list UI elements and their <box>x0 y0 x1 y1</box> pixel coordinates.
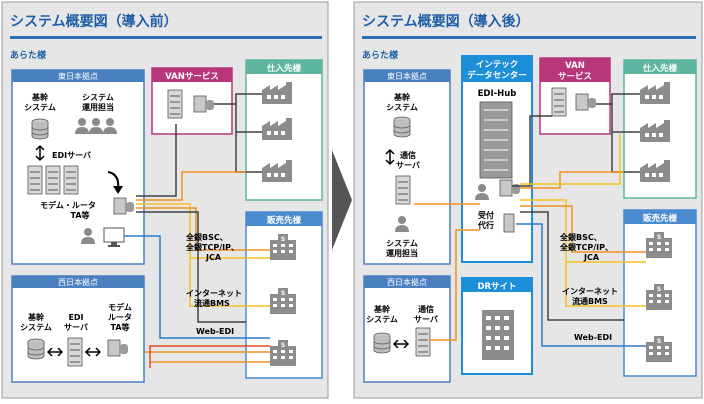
before-west-db-icon <box>27 338 45 360</box>
before-protocol-line1: 全銀BSC、 <box>185 232 228 242</box>
before-west-arrow-2-icon <box>84 347 102 357</box>
after-sales-header <box>624 210 696 224</box>
before-title: システム概要図（導入前） <box>10 13 178 30</box>
after-van-header <box>540 58 610 82</box>
before-sync-arrow-icon <box>35 144 45 162</box>
after-van-server-icon <box>551 87 567 117</box>
after-east-label: 東日本拠点 <box>387 71 427 81</box>
after-protocol-line2: 全銀TCP/IP、 <box>559 242 613 252</box>
after-title: システム概要図（導入後） <box>362 13 530 30</box>
after-van-line1: VAN <box>565 61 585 71</box>
dr-site-header <box>462 278 532 292</box>
before-west-modem-line3: TA等 <box>110 322 129 332</box>
after-west-kikan-line1: 基幹 <box>373 304 391 314</box>
after-west-comm-line1: 通信 <box>418 304 434 314</box>
before-van-label: VANサービス <box>165 71 219 82</box>
edihub-label: EDI-Hub <box>478 89 517 99</box>
after-kikan-line2: システム <box>386 103 418 112</box>
intec-label-line1: インテック <box>476 59 519 70</box>
after-west-header <box>364 276 450 288</box>
dr-site-label: DRサイト <box>477 282 516 292</box>
before-sales-label: 販売先様 <box>267 215 302 226</box>
after-comm-server-line1: 通信 <box>400 150 416 160</box>
before-internet-line1: インターネット <box>186 288 242 298</box>
after-van-line2: サービス <box>558 71 592 82</box>
before-west-kikan-line2: システム <box>20 323 52 332</box>
before-edi-server-icon-2 <box>45 165 61 195</box>
before-van-server-icon <box>167 89 183 119</box>
before-west-label: 西日本拠点 <box>58 277 98 287</box>
after-suppliers-label: 仕入先様 <box>642 63 678 74</box>
before-east-header <box>12 70 144 82</box>
dr-building-windows-icon <box>486 316 509 350</box>
before-kikan-db-icon <box>31 118 49 140</box>
after-west-box <box>363 275 451 383</box>
before-arrowhead-icon <box>113 186 123 194</box>
after-sync-arrow-icon <box>385 148 395 166</box>
before-west-edi-line2: サーバ <box>64 323 88 332</box>
before-webedi-label: Web-EDI <box>196 327 234 336</box>
transition-arrow-icon <box>332 150 352 250</box>
before-van-header <box>152 68 232 82</box>
after-operator-line2: 運用担当 <box>386 248 418 258</box>
before-suppliers-label: 仕入先様 <box>266 63 302 74</box>
before-sales-header <box>246 212 322 226</box>
before-modem-line1: モデム・ルータ <box>40 200 96 210</box>
after-west-server-icon <box>415 327 431 357</box>
after-customer-label: あらた様 <box>362 49 399 61</box>
after-operator-line1: システム <box>386 239 418 248</box>
before-operator-line1: システム <box>82 93 114 102</box>
before-east-label: 東日本拠点 <box>58 71 98 81</box>
after-protocol-line3: JCA <box>583 253 600 262</box>
before-operator-line2: 運用担当 <box>82 102 114 112</box>
after-comm-server-line2: サーバ <box>396 161 420 170</box>
before-protocol-line3: JCA <box>205 253 222 262</box>
after-title-rule <box>362 36 696 39</box>
before-west-server-icon <box>67 337 83 367</box>
after-internet-line2: 流通BMS <box>572 296 608 306</box>
before-modem-line2: TA等 <box>70 210 89 220</box>
after-kikan-line1: 基幹 <box>393 92 411 102</box>
after-comm-server-icon <box>395 175 411 205</box>
before-kikan-line1: 基幹 <box>31 92 49 102</box>
proxy-line2: 代行 <box>477 220 494 230</box>
before-west-header <box>12 276 144 288</box>
before-west-modem-line2: ルータ <box>108 312 132 322</box>
after-internet-line1: インターネット <box>562 286 618 296</box>
after-west-label: 西日本拠点 <box>387 277 427 287</box>
before-kikan-line2: システム <box>24 103 56 112</box>
after-west-kikan-line2: システム <box>366 315 398 324</box>
intec-header <box>462 56 532 82</box>
before-internet-line2: 流通BMS <box>194 298 230 308</box>
after-protocol-line1: 全銀BSC、 <box>559 232 602 242</box>
after-webedi-label: Web-EDI <box>574 333 612 342</box>
before-protocol-line2: 全銀TCP/IP、 <box>185 242 239 252</box>
after-suppliers-header <box>624 60 696 74</box>
before-west-kikan-line1: 基幹 <box>27 312 45 322</box>
before-west-arrow-1-icon <box>46 347 64 357</box>
after-west-comm-line2: サーバ <box>414 315 438 324</box>
before-customer-label: あらた様 <box>10 49 47 61</box>
before-suppliers-header <box>246 60 322 74</box>
after-kikan-db-icon <box>393 116 411 138</box>
after-east-header <box>364 70 450 82</box>
before-title-rule <box>10 36 322 39</box>
intec-label-line2: データセンター <box>467 70 527 81</box>
after-west-connection-line <box>430 229 480 341</box>
after-connection-lines <box>414 93 646 347</box>
before-edi-server-icon-1 <box>27 165 43 195</box>
before-connection-lines <box>124 93 270 368</box>
after-west-db-icon <box>373 332 391 354</box>
after-west-arrow-icon <box>392 339 410 349</box>
before-west-edi-line1: EDI <box>68 313 83 322</box>
before-edi-server-label: EDIサーバ <box>52 151 91 160</box>
proxy-device-icon <box>503 213 515 233</box>
edihub-rack-slots-icon <box>484 109 508 171</box>
before-west-modem-line1: モデム <box>108 302 132 312</box>
proxy-line1: 受付 <box>478 210 494 220</box>
before-edi-server-icon-3 <box>63 165 79 195</box>
after-sales-label: 販売先様 <box>643 213 678 224</box>
